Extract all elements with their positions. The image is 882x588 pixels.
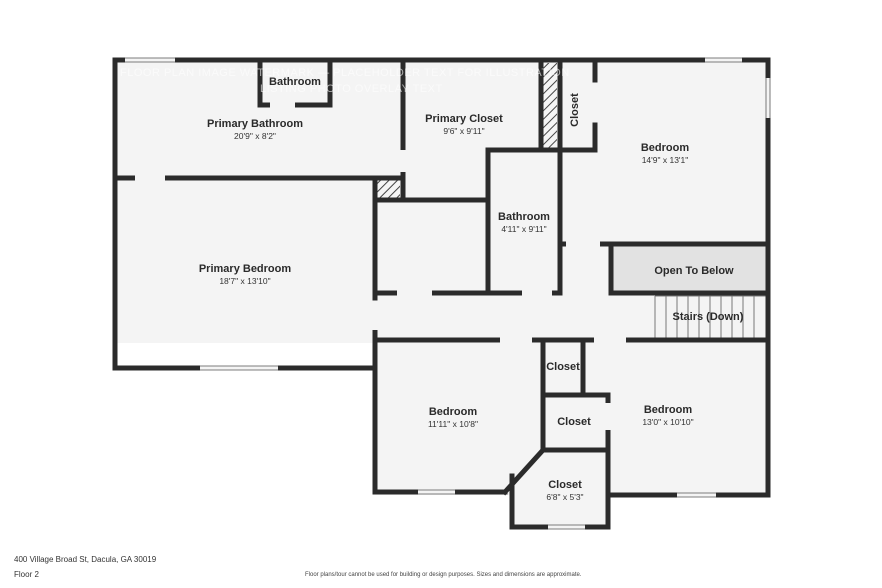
watermark-line-2: LISTING PHOTO OVERLAY TEXT bbox=[260, 83, 443, 95]
hatch-shaft-top bbox=[541, 63, 557, 150]
room-dim-closet-c: 6'8" x 5'3" bbox=[546, 492, 583, 502]
room-dim-primary-bedroom: 18'7" x 13'10" bbox=[219, 276, 270, 286]
room-name-stairs: Stairs (Down) bbox=[673, 311, 744, 323]
room-dim-bedroom-se: 13'0" x 10'10" bbox=[642, 417, 693, 427]
room-name-bedroom-ne: Bedroom bbox=[641, 142, 690, 154]
room-name-closet-a: Closet bbox=[546, 361, 580, 373]
room-dim-bedroom-ne: 14'9" x 13'1" bbox=[642, 155, 689, 165]
room-dim-primary-bathroom: 20'9" x 8'2" bbox=[234, 131, 276, 141]
windows bbox=[125, 58, 770, 529]
room-name-closet-c: Closet bbox=[548, 479, 582, 491]
footer-disclaimer: Floor plans/tour cannot be used for buil… bbox=[305, 572, 582, 578]
room-dim-bathroom-mid: 4'11" x 9'11" bbox=[501, 224, 546, 234]
window-frames bbox=[125, 57, 771, 530]
room-name-open-to-below: Open To Below bbox=[654, 265, 734, 277]
footer-address: 400 Village Broad St, Dacula, GA 30019 bbox=[14, 555, 157, 564]
room-name-primary-bathroom: Primary Bathroom bbox=[207, 118, 303, 130]
footer-floor: Floor 2 bbox=[14, 570, 39, 579]
room-name-bedroom-sw: Bedroom bbox=[429, 406, 478, 418]
room-name-primary-closet: Primary Closet bbox=[425, 113, 503, 125]
room-name-closet-b: Closet bbox=[557, 416, 591, 428]
room-name-primary-bedroom: Primary Bedroom bbox=[199, 263, 292, 275]
floor-fills bbox=[115, 60, 770, 528]
room-name-bathroom-mid: Bathroom bbox=[498, 211, 550, 223]
open-to-below-area bbox=[611, 246, 767, 291]
room-name-closet-vertical: Closet bbox=[569, 93, 581, 127]
watermark-line-1: FLOOR PLAN IMAGE WATERMARK — PLACEHOLDER… bbox=[120, 67, 570, 79]
room-name-bedroom-se: Bedroom bbox=[644, 404, 693, 416]
room-dim-bedroom-sw: 11'11" x 10'8" bbox=[428, 419, 478, 429]
stairs-treads bbox=[654, 295, 767, 340]
room-dim-primary-closet: 9'6" x 9'11" bbox=[443, 126, 484, 136]
room-name-bathroom-small: Bathroom bbox=[269, 76, 321, 88]
hatch-shaft-mid bbox=[375, 178, 400, 198]
door-openings bbox=[135, 85, 626, 468]
